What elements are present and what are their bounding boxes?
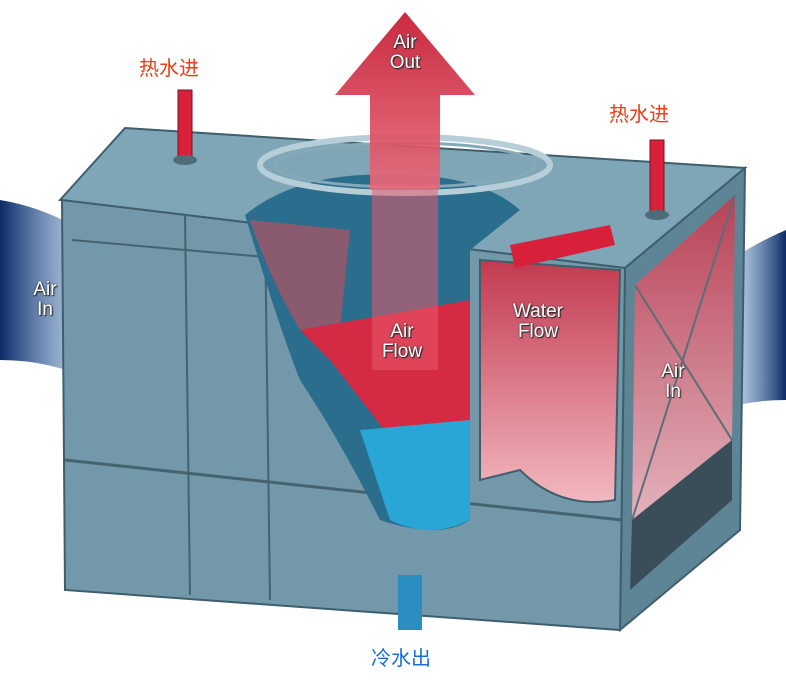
air-in-right-label: Air In bbox=[650, 362, 696, 402]
air-in-left-line1: Air bbox=[33, 279, 57, 300]
water-flow-label: Water Flow bbox=[500, 302, 576, 342]
air-out-line2: Out bbox=[389, 52, 421, 73]
air-in-left-label: Air In bbox=[22, 280, 68, 320]
hot-water-inlet-pipe-right bbox=[649, 139, 665, 216]
left-fill-media bbox=[250, 220, 350, 330]
air-flow-label: Air Flow bbox=[372, 322, 432, 362]
air-in-left-line2: In bbox=[37, 299, 53, 320]
air-out-label: Air Out bbox=[380, 33, 430, 73]
hot-water-in-label-left: 热水进 bbox=[139, 56, 199, 80]
hot-water-in-label-right: 热水进 bbox=[609, 102, 669, 126]
cold-water-basin bbox=[360, 420, 470, 530]
hot-water-distribution bbox=[510, 225, 615, 268]
hot-water-inlet-pipe-left bbox=[177, 89, 193, 161]
air-in-right-line2: In bbox=[665, 381, 681, 402]
air-in-right-line1: Air bbox=[661, 361, 685, 382]
air-flow-line1: Air bbox=[390, 321, 414, 342]
air-out-line1: Air bbox=[393, 32, 417, 53]
air-out-arrow bbox=[335, 12, 475, 190]
water-flow-line2: Flow bbox=[517, 321, 559, 342]
water-flow-panel bbox=[479, 258, 622, 503]
cold-water-out-label: 冷水出 bbox=[371, 646, 431, 670]
cold-water-outlet-pipe bbox=[398, 575, 422, 630]
air-flow-line2: Flow bbox=[381, 341, 423, 362]
water-flow-line1: Water bbox=[513, 301, 563, 322]
